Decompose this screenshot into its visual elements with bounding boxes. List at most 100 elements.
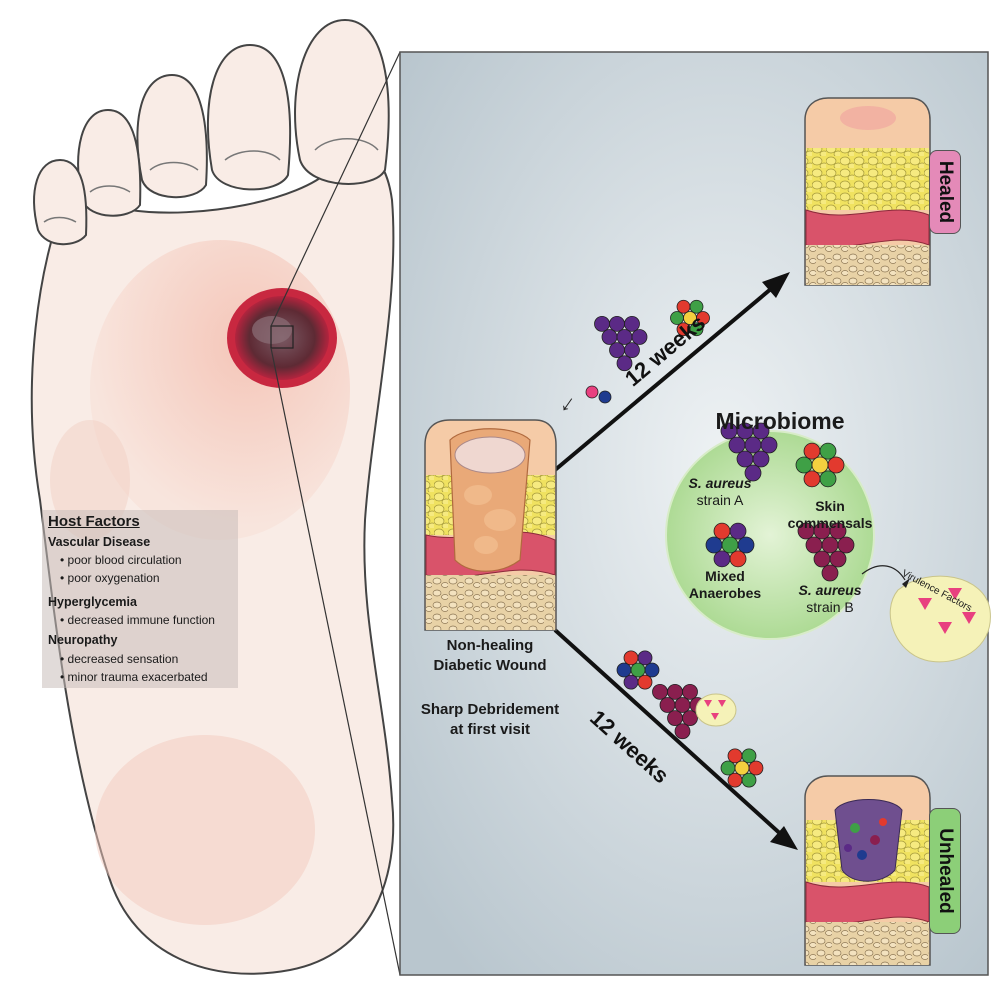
- saureus-b-cluster: [682, 710, 698, 727]
- skin-line2: commensals: [787, 515, 873, 531]
- saureus-a-cluster: [624, 315, 640, 332]
- saureus-b-cluster: [667, 683, 683, 700]
- skin-commensal-cluster: [827, 456, 845, 474]
- host-factor-item: • decreased sensation: [60, 652, 179, 666]
- saureus-a-cluster: [624, 342, 640, 359]
- anaerobe-cluster: [721, 536, 739, 554]
- saureus-b-cluster: [674, 723, 691, 740]
- saureus-strain-a-label: S. aureus strain A: [680, 475, 760, 509]
- saureus-a-name: S. aureus: [688, 475, 752, 491]
- treatment-line2: at first visit: [449, 721, 531, 738]
- skin-commensal-cluster: [676, 322, 691, 337]
- saureus-a-cluster: [760, 436, 778, 454]
- saureus-b-strain: strain B: [806, 599, 854, 615]
- saureus-a-cluster: [594, 315, 610, 332]
- skin-commensal-cluster: [741, 748, 757, 764]
- saureus-a-cluster: [631, 329, 648, 345]
- bacteria-pair: [585, 385, 599, 399]
- neuropathy-heading: Neuropathy: [48, 633, 118, 647]
- virulence-factor-mark: [718, 700, 726, 707]
- anaerobe-cluster: [637, 674, 653, 690]
- anaerobe-cluster: [713, 522, 731, 540]
- microbiome-title: Microbiome: [715, 408, 845, 434]
- saureus-strain-b-label: S. aureus strain B: [785, 582, 875, 616]
- vascular-disease-heading: Vascular Disease: [48, 535, 151, 549]
- virulence-factor-mark: [704, 700, 712, 707]
- wound-name-line1: Non-healing: [446, 637, 534, 654]
- healed-badge: Healed: [929, 150, 961, 234]
- mixed-line1: Mixed: [705, 568, 745, 584]
- mixed-anaerobes-label: Mixed Anaerobes: [685, 568, 765, 602]
- anaerobe-cluster: [644, 662, 660, 678]
- saureus-a-strain: strain A: [696, 492, 744, 508]
- arrow-to-healed: [553, 280, 782, 472]
- wound-label: Non-healing Diabetic Wound: [410, 636, 570, 676]
- skin-commensal-cluster: [734, 760, 750, 776]
- saureus-a-cluster: [752, 450, 770, 468]
- anaerobe-cluster: [623, 674, 639, 690]
- saureus-a-cluster: [744, 436, 762, 454]
- skin-commensal-cluster: [689, 299, 704, 314]
- saureus-b-cluster: [829, 522, 847, 540]
- skin-commensal-cluster: [741, 772, 757, 788]
- saureus-a-cluster: [609, 342, 625, 359]
- anaerobe-cluster: [729, 550, 747, 568]
- skin-commensal-cluster: [795, 456, 813, 474]
- saureus-a-cluster: [752, 422, 770, 440]
- skin-commensal-cluster: [727, 748, 743, 764]
- saureus-a-cluster: [744, 464, 762, 482]
- virulence-factor-mark: [711, 713, 719, 720]
- host-factors-box: [42, 510, 238, 688]
- host-factor-item: • poor blood circulation: [60, 553, 182, 567]
- saureus-b-name: S. aureus: [798, 582, 862, 598]
- saureus-b-cluster: [674, 697, 691, 713]
- saureus-b-cluster: [667, 710, 683, 727]
- bacteria-pair: [598, 390, 612, 404]
- saureus-b-cluster: [659, 697, 676, 713]
- zoom-line-bottom: [270, 347, 401, 976]
- skin-commensal-cluster: [803, 442, 821, 460]
- anaerobe-cluster: [630, 662, 646, 678]
- healed-label: Healed: [935, 160, 956, 224]
- unhealed-cross-section: [804, 775, 931, 966]
- hyperglycemia-heading: Hyperglycemia: [48, 595, 137, 609]
- foot-illustration: [30, 18, 395, 975]
- anaerobe-cluster: [637, 650, 653, 666]
- host-factor-item: • minor trauma exacerbated: [60, 670, 208, 684]
- treatment-label: Sharp Debridement at first visit: [400, 700, 580, 740]
- anaerobe-cluster: [623, 650, 639, 666]
- skin-commensal-cluster: [676, 299, 691, 314]
- treatment-line1: Sharp Debridement: [420, 701, 560, 718]
- mixed-line2: Anaerobes: [688, 585, 762, 601]
- wound-cross-section: [424, 419, 557, 631]
- saureus-a-cluster: [736, 450, 754, 468]
- virulence-blob-small: [695, 693, 737, 727]
- healed-cross-section: [804, 97, 931, 286]
- skin-commensal-cluster: [727, 772, 743, 788]
- saureus-a-cluster: [728, 436, 746, 454]
- anaerobe-cluster: [616, 662, 632, 678]
- saureus-b-cluster: [805, 536, 823, 554]
- saureus-a-cluster: [616, 355, 633, 372]
- anaerobe-cluster: [713, 550, 731, 568]
- saureus-a-cluster: [616, 329, 633, 345]
- skin-commensal-cluster: [819, 442, 837, 460]
- anaerobe-cluster: [737, 536, 755, 554]
- foot-ulcer: [227, 288, 337, 388]
- zoom-line-top: [270, 51, 401, 327]
- saureus-b-cluster: [837, 536, 855, 554]
- zoom-box: [270, 325, 294, 349]
- wound-name-line2: Diabetic Wound: [433, 657, 547, 674]
- skin-commensal-cluster: [683, 311, 697, 325]
- skin-commensal-cluster: [720, 760, 736, 776]
- saureus-a-cluster: [601, 329, 618, 345]
- unhealed-badge: Unhealed: [929, 808, 961, 934]
- saureus-a-cluster: [609, 315, 625, 332]
- skin-commensals-label: Skin commensals: [785, 498, 875, 532]
- anaerobe-cluster: [705, 536, 723, 554]
- saureus-b-cluster: [652, 683, 668, 700]
- skin-commensal-cluster: [803, 470, 821, 488]
- saureus-b-cluster: [813, 550, 831, 568]
